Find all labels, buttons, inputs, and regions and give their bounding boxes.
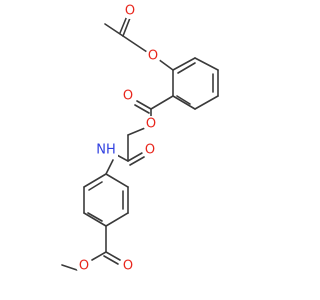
bond-acetyl-carbonyl-1 [122,17,131,37]
atom-label-acetyl-carbonyl-o: O [125,4,135,19]
bond-methyl-ester-carbonyl-1 [105,251,121,261]
bond-ringB-3 [105,212,129,227]
bond-o-methyl [61,264,78,271]
bond-n-ring [105,159,114,175]
atom-label-amide-carbonyl-o: O [145,143,155,158]
bond-ringB-4 [83,212,107,227]
atom-label-benzoate-carbonyl-o: O [123,89,133,104]
bond-acetyl-carbonyl-2 [119,15,128,34]
bond-amide-carbonyl-2 [129,156,145,166]
atom-label-backgrounds [76,3,161,274]
bond-ringA-1 [172,57,196,71]
bond-ringB-inner-3 [88,181,103,191]
bond-benzoate-carbonyl-1 [136,100,152,110]
bond-ringA-2 [194,57,219,71]
bond-ringA-inner-1 [177,62,196,74]
bond-ringA-4 [194,95,219,110]
bond-ringB-inner-2 [87,212,103,222]
atom-label-acetyl-ester-o: O [148,49,158,64]
bond-acetyl-methyl [104,23,124,37]
bond-benzoate-carbonyl-2 [134,104,150,114]
bond-ester-o-ring [157,58,174,71]
atom-labels: O O O O O NH O O [79,4,158,274]
bond-ring-benzoate-c [150,95,174,110]
bond-amide-carbonyl-1 [127,152,143,162]
atom-label-methyl-ester-o: O [79,259,89,274]
bond-methyl-ester-carbonyl-2 [103,255,119,265]
atom-label-benzoate-ester-o: O [146,117,156,132]
bond-acetyl-ester-o [122,35,148,53]
bond-ringB-1 [105,173,129,188]
bond-ringA-inner-3 [176,95,191,105]
bonds [61,15,219,271]
molecule-structure: O O O O O NH O O [61,3,219,274]
bond-ringB-6 [83,173,107,188]
atom-label-methyl-ester-carbonyl-o: O [123,259,133,274]
bond-ringA-5 [172,95,196,110]
bond-methyl-ester-o [91,251,107,261]
bond-ester-o-ch2 [127,127,146,136]
atom-label-amide-nh: NH [96,143,116,158]
